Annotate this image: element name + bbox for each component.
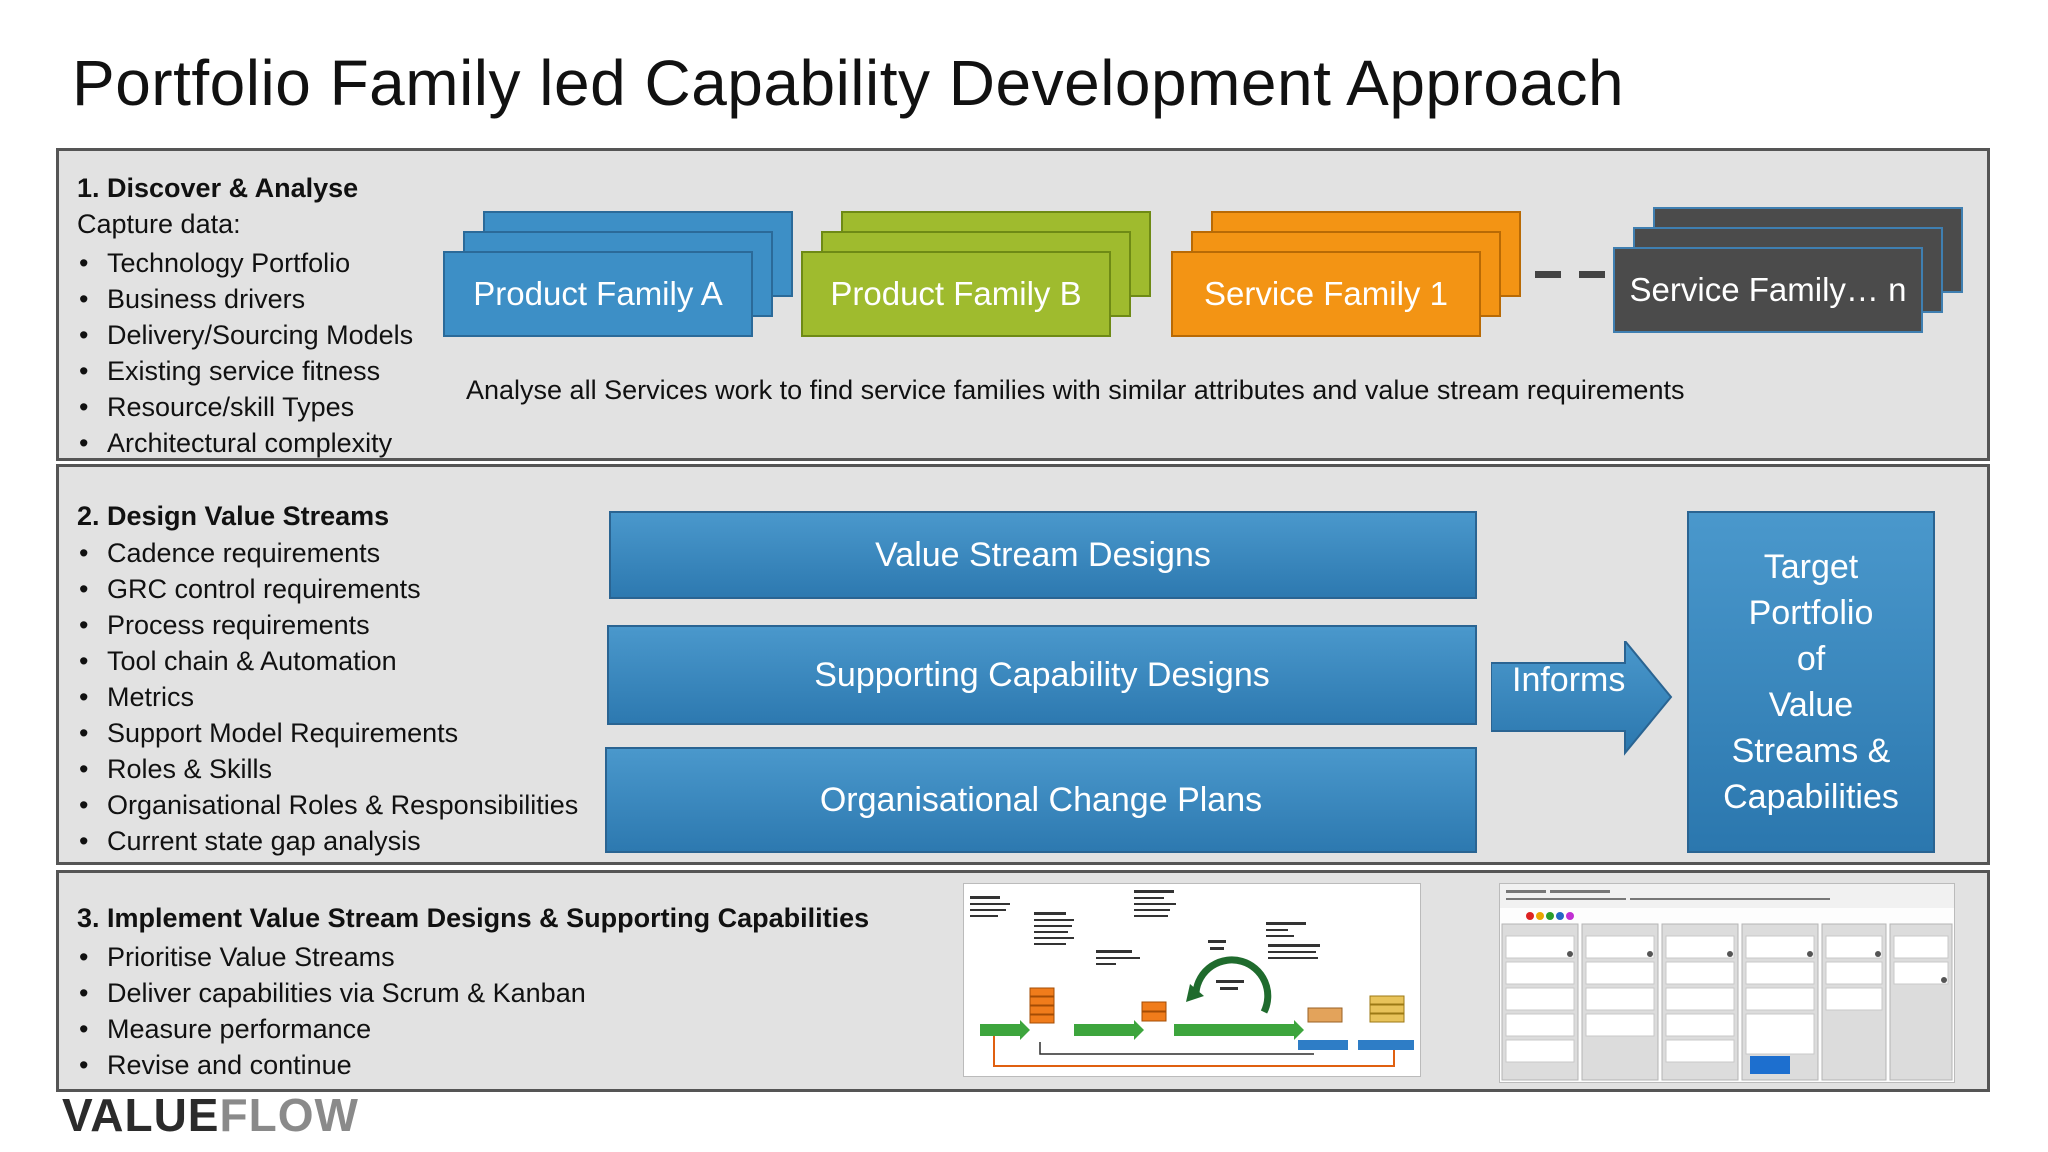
kanban-board-image (1499, 883, 1955, 1083)
target-portfolio-box: Target Portfolio of Value Streams & Capa… (1687, 511, 1935, 853)
list-item: Metrics (77, 679, 578, 715)
kanban-graphic (1500, 884, 1954, 1082)
informs-arrow (1491, 641, 1673, 756)
list-item: GRC control requirements (77, 571, 578, 607)
target-line: of (1796, 640, 1826, 678)
list-item: Current state gap analysis (77, 823, 578, 859)
supporting-capability-designs-box: Supporting Capability Designs (607, 625, 1477, 725)
list-item: Revise and continue (77, 1047, 586, 1083)
section-3-heading: 3. Implement Value Stream Designs & Supp… (77, 903, 870, 933)
list-item: Measure performance (77, 1011, 586, 1047)
list-item: Process requirements (77, 607, 578, 643)
list-item: Tool chain & Automation (77, 643, 578, 679)
section-discover-analyse: 1. Discover & Analyse Capture data: Tech… (56, 148, 1990, 461)
product-family-a-card: Product Family A (443, 251, 753, 337)
value-stream-designs-box: Value Stream Designs (609, 511, 1477, 599)
list-item: Business drivers (77, 281, 413, 317)
list-item: Support Model Requirements (77, 715, 578, 751)
dash-separator (1535, 271, 1561, 278)
logo-part-value: VALUE (62, 1089, 220, 1141)
valueflow-logo: VALUEFLOW (62, 1088, 359, 1142)
product-family-b-card: Product Family B (801, 251, 1111, 337)
organisational-change-plans-box: Organisational Change Plans (605, 747, 1477, 853)
capture-data-label: Capture data: (77, 209, 241, 239)
list-item: Roles & Skills (77, 751, 578, 787)
list-item: Cadence requirements (77, 535, 578, 571)
list-item: Organisational Roles & Responsibilities (77, 787, 578, 823)
section-design-value-streams: 2. Design Value Streams Cadence requirem… (56, 464, 1990, 865)
informs-label: Informs (1512, 661, 1626, 699)
list-item: Delivery/Sourcing Models (77, 317, 413, 353)
list-item: Existing service fitness (77, 353, 413, 389)
target-line: Streams & (1731, 732, 1891, 770)
design-bullet-list: Cadence requirements GRC control require… (77, 535, 578, 859)
target-line: Capabilities (1723, 778, 1899, 816)
discover-bullet-list: Technology Portfolio Business drivers De… (77, 245, 413, 461)
list-item: Resource/skill Types (77, 389, 413, 425)
section-implement: 3. Implement Value Stream Designs & Supp… (56, 870, 1990, 1092)
list-item: Architectural complexity (77, 425, 413, 461)
list-item: Technology Portfolio (77, 245, 413, 281)
target-line: Value (1768, 686, 1854, 724)
target-line: Target (1763, 548, 1859, 586)
list-item: Prioritise Value Streams (77, 939, 586, 975)
page-title: Portfolio Family led Capability Developm… (72, 47, 1625, 119)
dash-separator (1579, 271, 1605, 278)
logo-part-flow: FLOW (219, 1089, 359, 1141)
scrum-process-image (963, 883, 1421, 1077)
section-1-heading: 1. Discover & Analyse (77, 173, 359, 203)
scrum-diagram-graphic (964, 884, 1420, 1076)
analysis-note: Analyse all Services work to find servic… (466, 375, 1685, 405)
section-2-heading: 2. Design Value Streams (77, 501, 390, 531)
list-item: Deliver capabilities via Scrum & Kanban (77, 975, 586, 1011)
target-line: Portfolio (1748, 594, 1874, 632)
service-family-n-card: Service Family… n (1613, 247, 1923, 333)
implement-bullet-list: Prioritise Value Streams Deliver capabil… (77, 939, 586, 1083)
service-family-1-card: Service Family 1 (1171, 251, 1481, 337)
